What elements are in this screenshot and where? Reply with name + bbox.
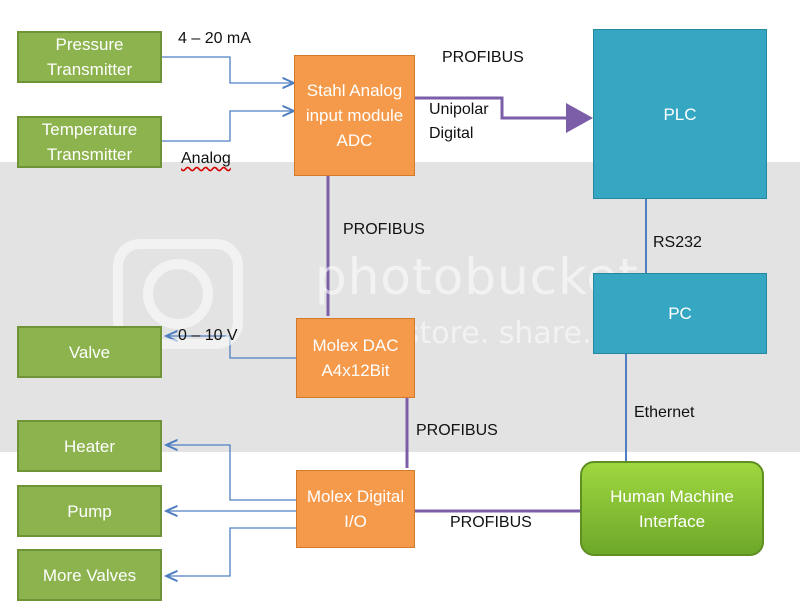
pc-node: PC bbox=[593, 273, 767, 354]
pressure-to-adc-line bbox=[162, 56, 294, 83]
heater-label: Heater bbox=[63, 436, 116, 456]
hmi-label: Human Machine Interface bbox=[610, 486, 734, 531]
pc-label: PC bbox=[668, 304, 692, 323]
valve-node: Valve bbox=[17, 326, 162, 378]
temperature-transmitter-label: Temperature Transmitter bbox=[41, 120, 138, 164]
more-valves-label: More Valves bbox=[42, 565, 137, 585]
pump-label: Pump bbox=[67, 501, 112, 521]
dio-to-heater-line bbox=[166, 445, 296, 501]
pressure-transmitter-label: Pressure Transmitter bbox=[46, 35, 133, 79]
molex-dac-label: Molex DAC A4x12Bit bbox=[312, 336, 399, 380]
rs232-label: RS232 bbox=[653, 234, 702, 251]
adc-to-plc-profibus-line bbox=[415, 96, 593, 133]
voltage-label: 0 – 10 V bbox=[178, 327, 238, 344]
pressure-transmitter-node: Pressure Transmitter bbox=[17, 31, 162, 83]
plc-node: PLC bbox=[593, 29, 767, 199]
stahl-adc-module-label: Stahl Analog input module ADC bbox=[305, 81, 404, 150]
profibus-top-label: PROFIBUS bbox=[442, 49, 524, 66]
temperature-transmitter-node: Temperature Transmitter bbox=[17, 116, 162, 168]
pump-node: Pump bbox=[17, 485, 162, 537]
temperature-to-adc-line bbox=[162, 111, 294, 142]
molex-digital-io-label: Molex Digital I/O bbox=[306, 487, 405, 531]
dio-to-more-valves-line bbox=[166, 527, 296, 576]
hmi-node: Human Machine Interface bbox=[580, 461, 764, 556]
analog-label: Analog bbox=[181, 150, 231, 167]
watermark-brand: photobucket bbox=[315, 248, 639, 306]
molex-digital-io-node: Molex Digital I/O bbox=[296, 470, 415, 548]
more-valves-node: More Valves bbox=[17, 549, 162, 601]
stahl-adc-module-node: Stahl Analog input module ADC bbox=[294, 55, 415, 176]
unipolar-digital-label: Unipolar Digital bbox=[429, 101, 489, 142]
heater-node: Heater bbox=[17, 420, 162, 472]
molex-dac-node: Molex DAC A4x12Bit bbox=[296, 318, 415, 398]
profibus-mid-label: PROFIBUS bbox=[343, 221, 425, 238]
profibus-lower-label: PROFIBUS bbox=[416, 422, 498, 439]
current-loop-label: 4 – 20 mA bbox=[178, 30, 251, 47]
plc-label: PLC bbox=[663, 104, 697, 124]
profibus-bottom-label: PROFIBUS bbox=[450, 514, 532, 531]
ethernet-label: Ethernet bbox=[634, 404, 695, 421]
valve-label: Valve bbox=[68, 342, 111, 362]
